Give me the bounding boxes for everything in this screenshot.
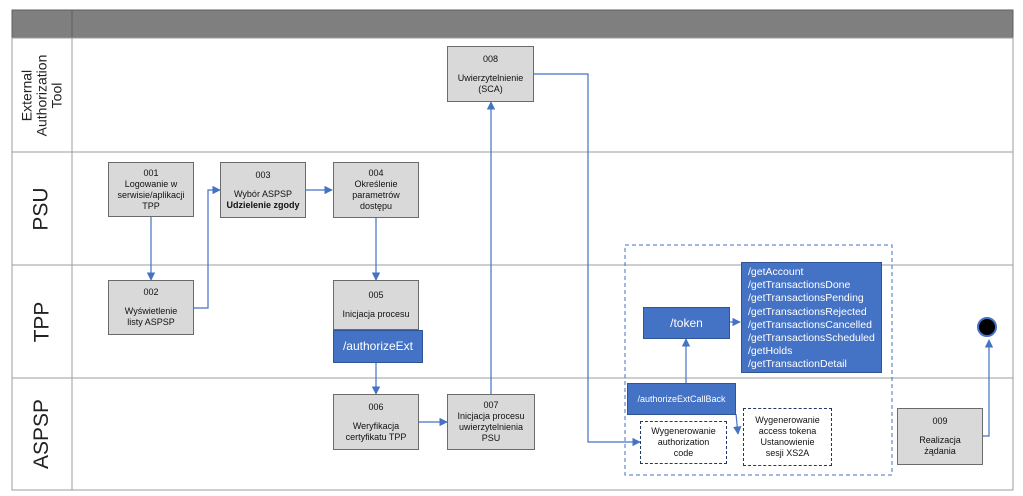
arrow-002-003 [194,185,221,309]
lane-label-psu: PSU [30,186,53,231]
token-flow-group [624,244,893,476]
arrow-008-auth [534,73,641,447]
arrow-009-end [983,339,994,437]
arrow-callback-gen [733,413,742,435]
lane-label-tpp: TPP [30,301,53,342]
lane-label-aspsp: ASPSP [30,398,54,470]
api-authorize-ext-callback: /authorizeExtCallBack [627,383,736,415]
api-authorize-ext: /authorizeExt [333,330,423,363]
header-bar [11,9,1014,39]
end-node [977,317,997,337]
api-token: /token [643,307,730,339]
api-endpoint-list: /getAccount/getTransactionsDone/getTrans… [741,262,882,373]
lane-label-external: External Authorization Tool [18,54,65,136]
